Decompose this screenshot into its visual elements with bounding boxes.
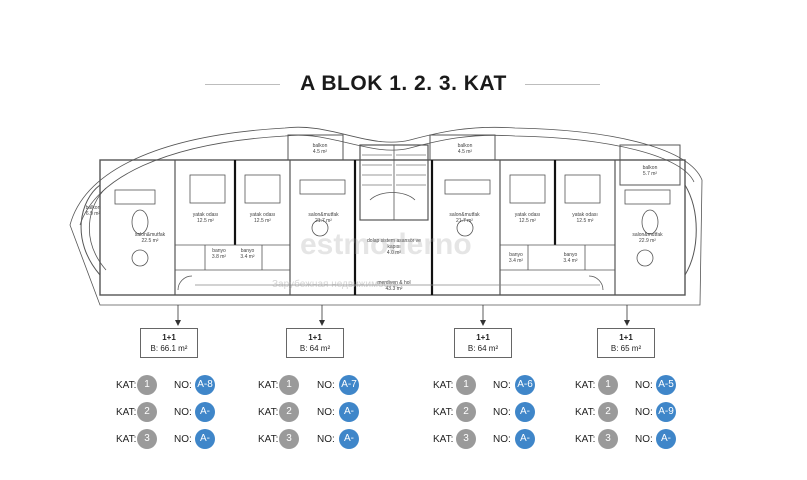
no-badge: A-5 [656, 375, 676, 395]
sofa-3 [444, 179, 491, 195]
kat-badge: 2 [456, 402, 476, 422]
no-badge: A-6 [515, 375, 535, 395]
no-label: NO: [317, 380, 335, 391]
table-2 [311, 219, 329, 237]
title-rule-right [525, 84, 600, 85]
no-label: NO: [635, 434, 653, 445]
title-rule-left [205, 84, 280, 85]
kat-label: KAT: [575, 407, 596, 418]
no-label: NO: [635, 380, 653, 391]
bed-3 [509, 174, 546, 204]
no-badge: A-10 [515, 402, 535, 437]
kat-badge: 3 [598, 429, 618, 449]
no-badge: A-12 [195, 402, 215, 437]
page-title: A BLOK 1. 2. 3. KAT [300, 72, 507, 95]
no-badge: A-14 [515, 429, 535, 464]
kat-label: KAT: [433, 407, 454, 418]
kat-badge: 1 [137, 375, 157, 395]
no-label: NO: [493, 380, 511, 391]
kat-badge: 3 [279, 429, 299, 449]
right-balcony [619, 144, 681, 186]
building-body [99, 159, 686, 296]
no-badge: A-9 [656, 402, 676, 422]
no-badge: A-8 [195, 375, 215, 395]
no-label: NO: [317, 434, 335, 445]
kat-badge: 1 [598, 375, 618, 395]
kat-label: KAT: [258, 434, 279, 445]
left-balcony [80, 184, 101, 276]
table-1 [131, 249, 149, 267]
no-label: NO: [493, 434, 511, 445]
kat-badge: 1 [456, 375, 476, 395]
top-balcony-left [287, 134, 344, 161]
no-badge: A-15 [339, 429, 359, 464]
no-badge: A-16 [195, 429, 215, 464]
kat-label: KAT: [433, 434, 454, 445]
kat-badge: 1 [279, 375, 299, 395]
sofa-4 [624, 189, 671, 205]
kat-label: KAT: [258, 380, 279, 391]
kat-label: KAT: [575, 434, 596, 445]
kat-label: KAT: [116, 434, 137, 445]
watermark-tagline: Зарубежная недвижимость [272, 279, 399, 290]
no-label: NO: [174, 407, 192, 418]
bed-1 [189, 174, 226, 204]
kat-badge: 3 [456, 429, 476, 449]
bed-2 [244, 174, 281, 204]
outer-outline-inner [79, 134, 695, 226]
kat-label: KAT: [433, 380, 454, 391]
kat-label: KAT: [258, 407, 279, 418]
rug-1 [131, 209, 149, 235]
kat-label: KAT: [116, 380, 137, 391]
kat-label: KAT: [116, 407, 137, 418]
bed-4 [564, 174, 601, 204]
no-label: NO: [174, 380, 192, 391]
title-row: A BLOK 1. 2. 3. KAT [0, 70, 807, 100]
no-label: NO: [493, 407, 511, 418]
kat-badge: 3 [137, 429, 157, 449]
sofa-2 [299, 179, 346, 195]
no-label: NO: [317, 407, 335, 418]
kat-badge: 2 [598, 402, 618, 422]
kat-badge: 2 [279, 402, 299, 422]
kat-badge: 2 [137, 402, 157, 422]
no-label: NO: [174, 434, 192, 445]
no-badge: A-11 [339, 402, 359, 437]
no-badge: A-7 [339, 375, 359, 395]
table-3 [456, 219, 474, 237]
table-4 [636, 249, 654, 267]
kat-label: KAT: [575, 380, 596, 391]
no-badge: A-13 [656, 429, 676, 464]
rug-2 [641, 209, 659, 235]
no-label: NO: [635, 407, 653, 418]
top-balcony-right [429, 134, 496, 161]
sofa-1 [114, 189, 156, 205]
watermark-brand: estmoderno [300, 228, 472, 261]
